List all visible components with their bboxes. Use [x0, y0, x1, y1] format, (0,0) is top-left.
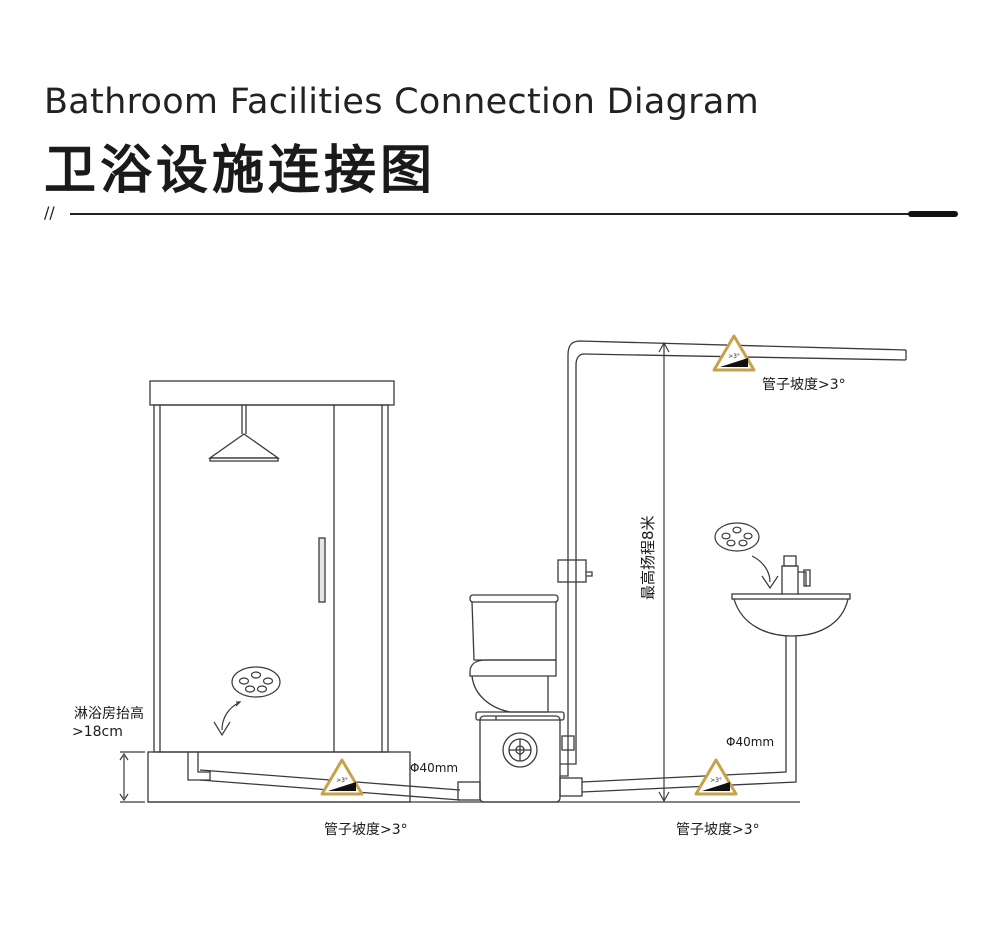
pipe-diameter-right: Φ40mm — [726, 735, 774, 749]
title-english: Bathroom Facilities Connection Diagram — [44, 82, 759, 122]
divider-line — [70, 213, 956, 215]
slope-label-bottom-right: 管子坡度>3° — [676, 822, 760, 838]
max-lift-label: 最高扬程8米 — [639, 515, 657, 600]
max-lift-dimension — [658, 341, 670, 803]
divider-mark: // — [44, 203, 55, 222]
shower-base — [147, 751, 411, 803]
slope-badge-top: >3° — [712, 334, 756, 372]
slope-badge-right: >3° — [694, 758, 738, 796]
title-chinese: 卫浴设施连接图 — [44, 141, 437, 201]
raise-dimension — [119, 751, 145, 803]
shower-raise-label: 淋浴房抬高 — [74, 705, 144, 722]
shower-raise-value: >18cm — [72, 724, 123, 740]
svg-text:>3°: >3° — [728, 353, 740, 360]
slope-label-bottom-left: 管子坡度>3° — [324, 822, 408, 838]
macerator-pump — [457, 711, 583, 803]
toilet — [469, 594, 559, 720]
slope-label-top: 管子坡度>3° — [762, 377, 846, 393]
shower-head — [207, 405, 281, 462]
basin-drain-pipe — [581, 636, 797, 793]
svg-text:>3°: >3° — [336, 777, 348, 784]
curved-arrow-icon — [213, 701, 242, 737]
basin-drain-icon — [714, 522, 760, 552]
divider-cap — [908, 211, 958, 217]
shower-enclosure — [149, 380, 395, 753]
floor-drain-icon — [231, 666, 281, 698]
svg-text:>3°: >3° — [710, 777, 722, 784]
curved-arrow-icon — [751, 555, 779, 590]
slope-badge-left: >3° — [320, 758, 364, 796]
pipe-diameter-left: Φ40mm — [410, 761, 458, 775]
discharge-pipe — [557, 340, 907, 777]
wash-basin — [731, 555, 851, 637]
